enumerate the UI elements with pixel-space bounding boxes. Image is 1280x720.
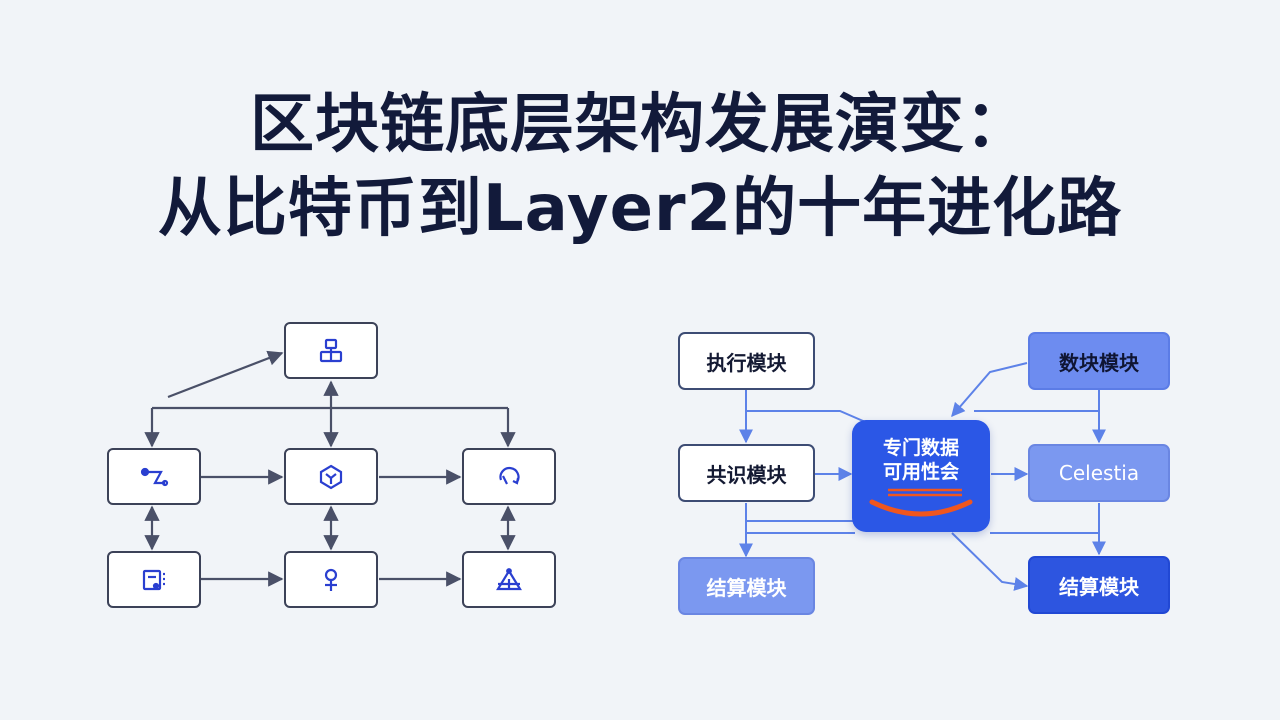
hexagon-network-icon xyxy=(319,464,343,489)
cycle-arrows-icon xyxy=(499,466,520,485)
data-block-module-box: 数块模块 xyxy=(1028,332,1170,390)
consensus-module-box: 共识模块 xyxy=(678,444,815,502)
celestia-box: Celestia xyxy=(1028,444,1170,502)
center-label-line-1: 专门数据 xyxy=(882,437,959,459)
arrow-to-top-node xyxy=(167,350,284,399)
person-node-icon xyxy=(324,568,338,591)
left-connectors xyxy=(144,350,516,587)
document-list-icon xyxy=(142,569,165,590)
right-connectors xyxy=(739,362,1106,591)
left-node-mid-right xyxy=(462,448,556,505)
stripes-decoration-icon xyxy=(869,488,973,517)
left-node-top xyxy=(284,322,378,379)
left-node-bottom-center xyxy=(284,551,378,608)
page-title-line-1: 区块链底层架构发展演变： xyxy=(250,88,1030,162)
center-label-line-2: 可用性会 xyxy=(882,461,959,483)
left-node-mid-center xyxy=(284,448,378,505)
left-node-bottom-left xyxy=(107,551,201,608)
flow-link-icon xyxy=(140,467,169,486)
pyramid-network-icon xyxy=(496,567,522,590)
settlement-module-box-left: 结算模块 xyxy=(678,557,815,615)
settlement-module-box-right: 结算模块 xyxy=(1028,556,1170,614)
page-title-line-2: 从比特币到Layer2的十年进化路 xyxy=(157,172,1123,246)
left-node-bottom-right xyxy=(462,551,556,608)
data-availability-center-box: 专门数据 可用性会 xyxy=(852,420,990,532)
execution-module-box: 执行模块 xyxy=(678,332,815,390)
node-tree-icon xyxy=(319,338,343,362)
left-node-mid-left xyxy=(107,448,201,505)
